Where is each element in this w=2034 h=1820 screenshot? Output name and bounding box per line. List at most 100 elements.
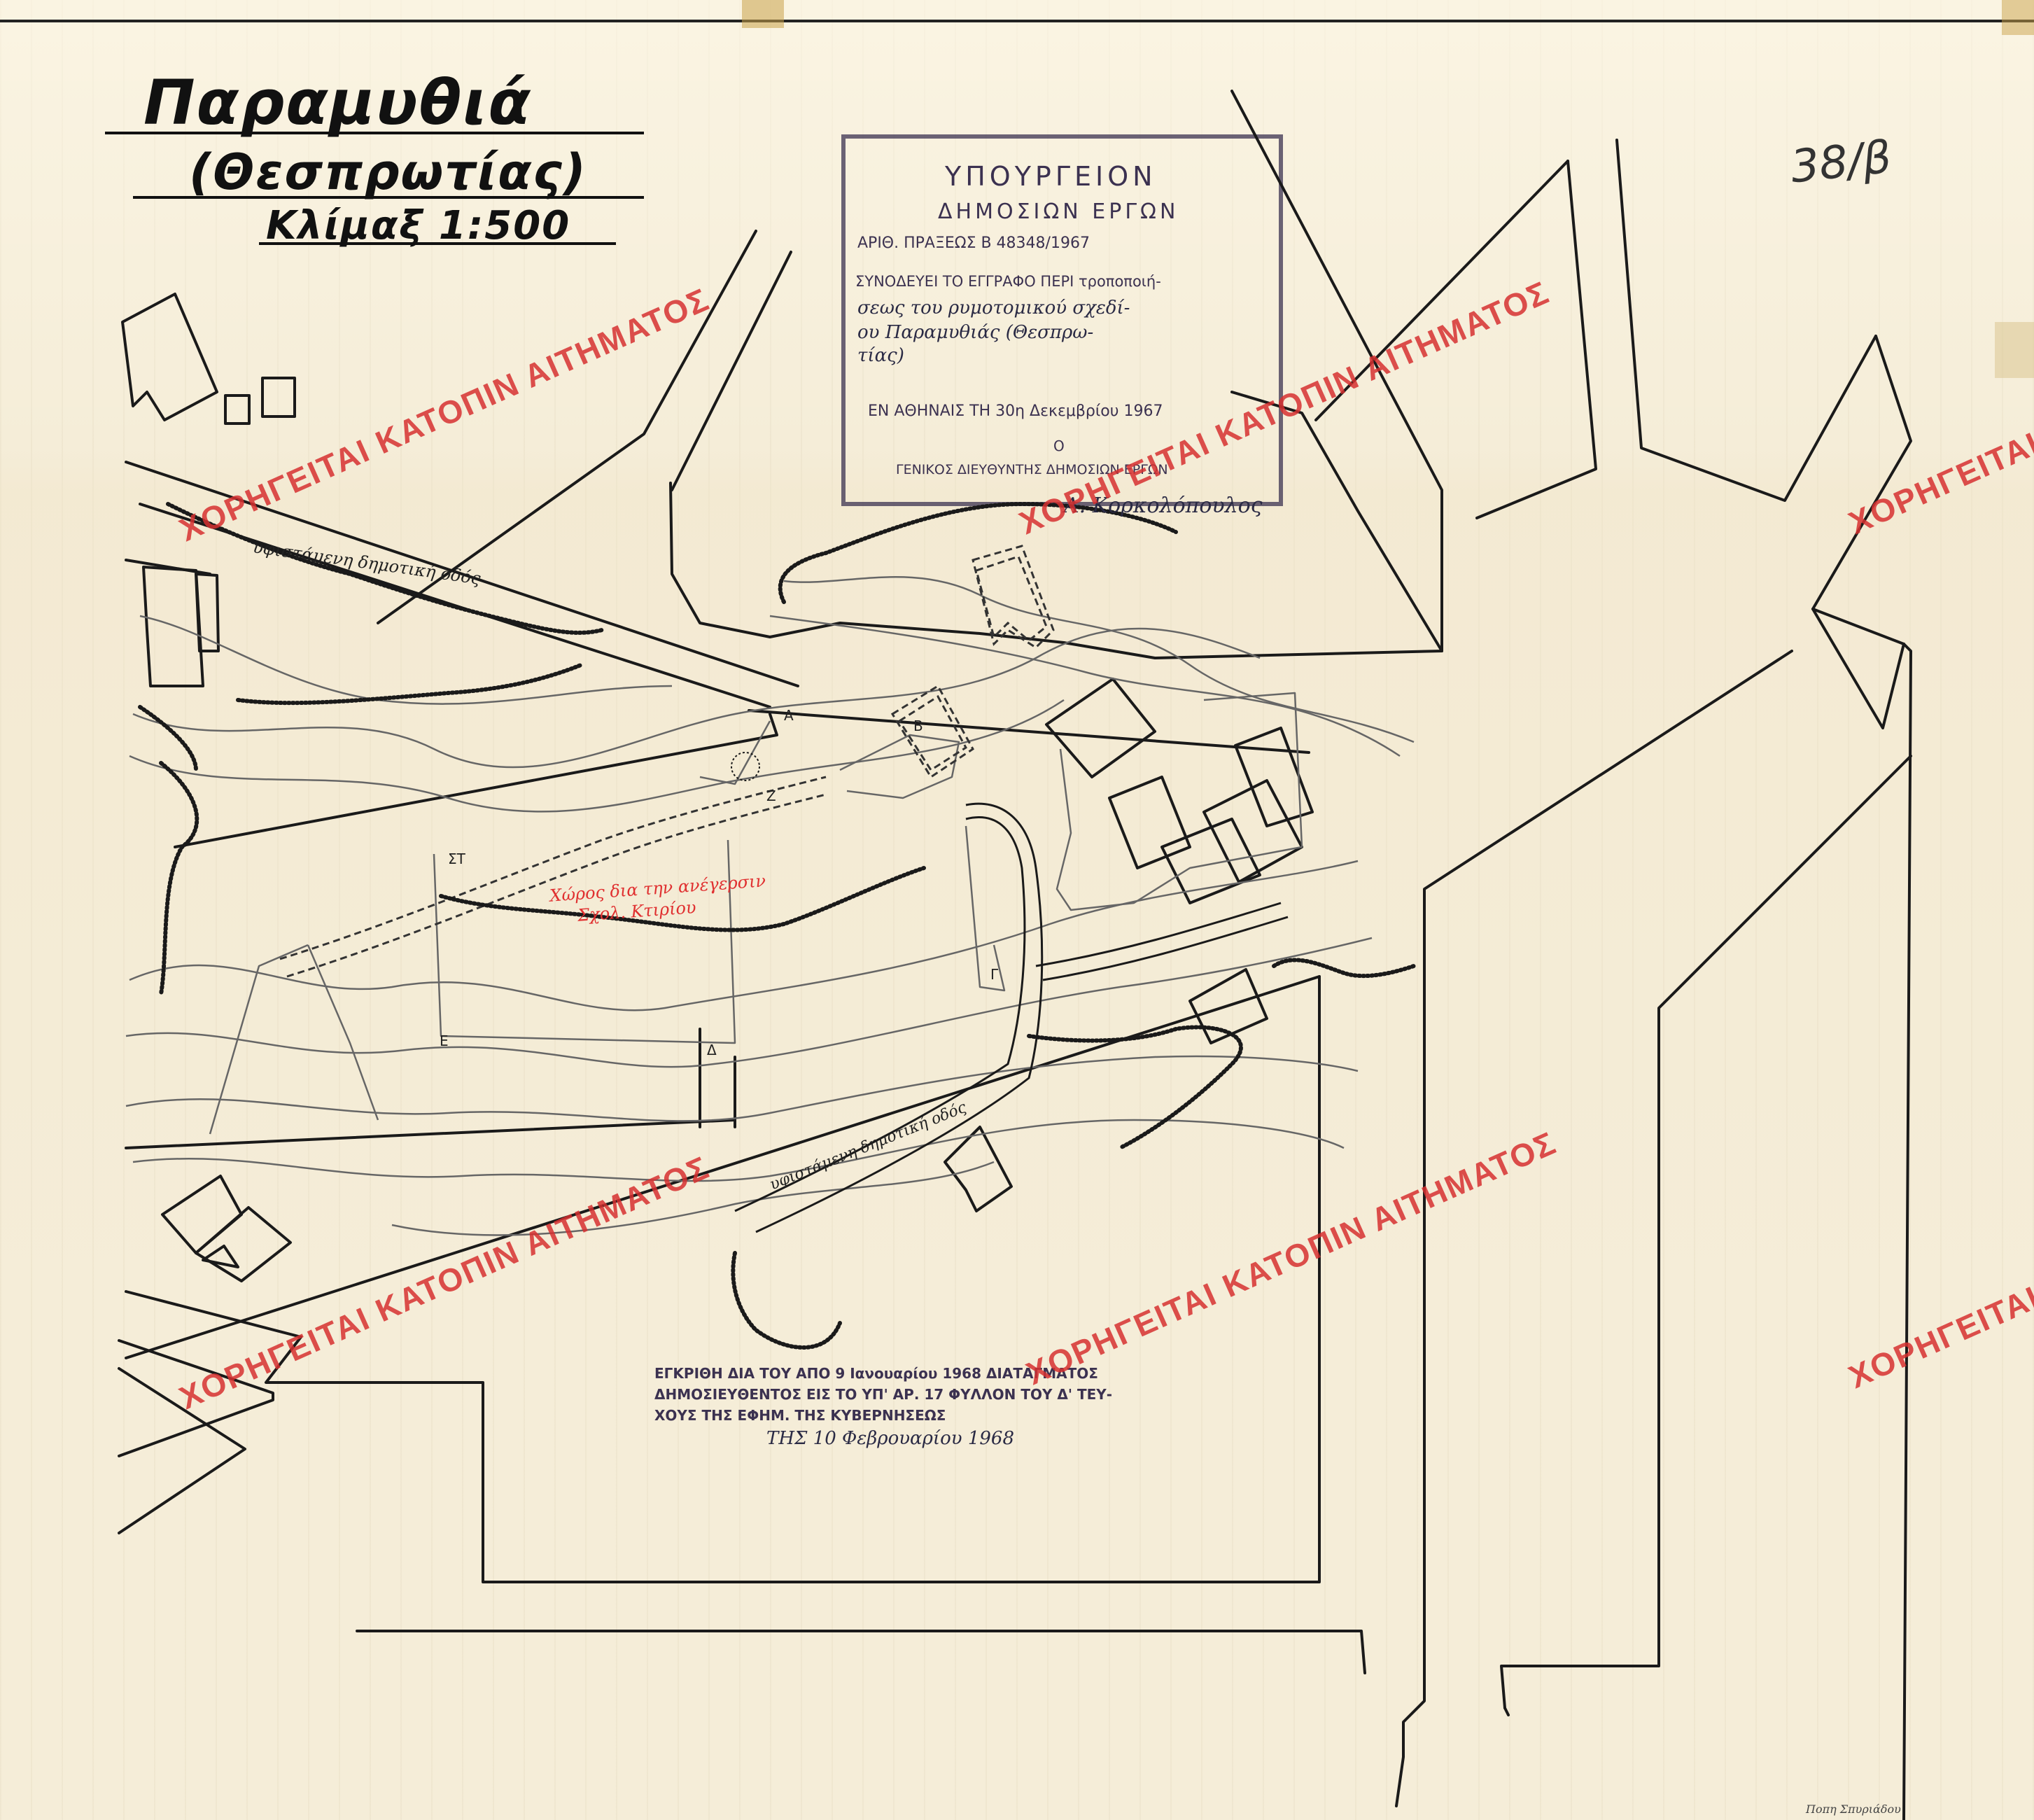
parcel-line bbox=[748, 709, 1310, 754]
terrain-edge bbox=[778, 501, 1178, 604]
terrain-edge bbox=[159, 761, 199, 996]
stamp-accompany-4: τίας) bbox=[857, 345, 904, 366]
map-title: Παραμυθιά bbox=[143, 66, 532, 139]
approval-line-3: ΧΟΥΣ ΤΗΣ ΕΦΗΜ. ΤΗΣ ΚΥΒΕΡΝΗΣΕΩΣ bbox=[654, 1407, 946, 1424]
contour-line bbox=[769, 615, 1401, 757]
school-area-outline bbox=[433, 839, 736, 1044]
contour-line bbox=[132, 1119, 1345, 1182]
stamp-accompany-3: ου Παραμυθιάς (Θεσπρω- bbox=[857, 322, 1094, 343]
street-edge bbox=[1314, 160, 1569, 421]
road-edge bbox=[671, 251, 792, 491]
property-line bbox=[699, 720, 771, 785]
contour-line bbox=[129, 699, 1065, 813]
existing-road bbox=[734, 816, 1026, 1212]
point-label-d: Δ bbox=[707, 1042, 717, 1058]
stamp-header: ΥΠΟΥΡΓΕΙΟΝ bbox=[945, 161, 1157, 192]
parcel-line bbox=[125, 1119, 736, 1149]
point-label-a: Α bbox=[784, 707, 794, 724]
planned-building-outline bbox=[890, 684, 974, 779]
contour-line bbox=[391, 1161, 995, 1236]
stamp-accompany-1: ΣΥΝΟΔΕΥΕΙ ΤΟ ΕΓΓΡΑΦΟ ΠΕΡΙ τροποποιή- bbox=[855, 273, 1161, 290]
contour-line bbox=[139, 615, 673, 705]
street-edge bbox=[1503, 1707, 1510, 1716]
point-label-z: Ζ bbox=[766, 788, 776, 804]
property-line bbox=[965, 825, 1006, 992]
contour-line bbox=[129, 860, 1359, 1011]
building bbox=[1045, 678, 1156, 778]
point-label-st: ΣΤ bbox=[448, 850, 465, 867]
terrain-edge bbox=[236, 663, 583, 706]
street-edge bbox=[1615, 139, 1877, 502]
street-edge bbox=[1475, 160, 1597, 519]
street-edge bbox=[1500, 755, 1912, 1709]
building bbox=[121, 293, 218, 421]
street-edge bbox=[125, 975, 1321, 1583]
stamp-accompany-2: σεως του ρυμοτομικού σχεδί- bbox=[857, 298, 1130, 318]
stamp-place-date: ΕΝ ΑΘΗΝΑΙΣ ΤΗ 30η Δεκεμβρίου 1967 bbox=[868, 402, 1163, 420]
building bbox=[195, 1206, 292, 1282]
terrain-edge bbox=[138, 705, 198, 772]
contour-line bbox=[125, 937, 1373, 1068]
road-edge bbox=[377, 230, 757, 624]
building bbox=[202, 1245, 239, 1268]
terrain-edge bbox=[731, 1251, 842, 1350]
existing-road bbox=[755, 802, 1044, 1233]
street-edge bbox=[1811, 335, 1912, 645]
point-label-g: Γ bbox=[990, 966, 999, 983]
building bbox=[142, 566, 204, 687]
street-edge bbox=[356, 1630, 1366, 1674]
terrain-edge bbox=[1272, 958, 1416, 979]
tape-mark bbox=[2002, 0, 2034, 35]
building bbox=[224, 394, 251, 425]
stamp-department: ΔΗΜΟΣΙΩΝ ΕΡΓΩΝ bbox=[938, 200, 1179, 224]
street-edge bbox=[1230, 90, 1443, 652]
stamp-act-number: ΑΡΙΘ. ΠΡΑΞΕΩΣ Β 48348/1967 bbox=[857, 234, 1090, 252]
terrain-edge bbox=[439, 866, 926, 932]
building bbox=[1108, 776, 1191, 869]
point-label-b: Β bbox=[913, 718, 923, 734]
existing-road bbox=[1035, 902, 1282, 967]
street-edge bbox=[118, 1367, 246, 1534]
approval-line-2: ΔΗΜΟΣΙΕΥΘΕΝΤΟΣ ΕΙΣ ΤΟ ΥΠ' ΑΡ. 17 ΦΥΛΛΟΝ … bbox=[654, 1386, 1113, 1403]
map-scale: Κλίμαξ 1:500 bbox=[266, 203, 571, 248]
existing-road bbox=[1042, 916, 1289, 981]
street-edge bbox=[1395, 650, 1793, 1807]
approval-line-1: ΕΓΚΡΙΘΗ ΔΙΑ ΤΟΥ ΑΠΟ 9 Ιανουαρίου 1968 ΔΙ… bbox=[654, 1365, 1098, 1382]
tree-symbol bbox=[731, 752, 760, 781]
street-edge bbox=[1811, 608, 1905, 729]
building bbox=[1202, 779, 1303, 883]
building bbox=[261, 377, 296, 418]
planned-road bbox=[286, 793, 827, 978]
terrain-edge bbox=[1027, 1025, 1243, 1150]
street-edge bbox=[1902, 643, 1912, 1820]
planned-building-outline bbox=[897, 694, 967, 772]
tape-mark bbox=[1995, 322, 2034, 378]
building bbox=[161, 1175, 243, 1254]
property-line bbox=[1055, 692, 1303, 911]
stamp-signer-article: Ο bbox=[1053, 438, 1065, 454]
map-subtitle: (Θεσπρωτίας) bbox=[189, 144, 587, 201]
building bbox=[1234, 727, 1314, 827]
tape-mark bbox=[742, 0, 784, 28]
building bbox=[944, 1126, 1013, 1212]
property-line bbox=[307, 944, 379, 1121]
stamp-signer-title: ΓΕΝΙΚΟΣ ΔΙΕΥΘΥΝΤΗΣ ΔΗΜΟΣΙΩΝ ΕΡΓΩΝ bbox=[896, 462, 1168, 477]
contour-line bbox=[125, 1055, 1359, 1122]
terrain-edge bbox=[166, 502, 604, 635]
building bbox=[195, 573, 220, 652]
parcel-line bbox=[174, 713, 778, 848]
parcel-line bbox=[125, 461, 799, 687]
planned-building-outline bbox=[972, 545, 1055, 649]
contour-line bbox=[783, 576, 1415, 743]
stamp-signature: Α. Κορκολόπουλος bbox=[1064, 493, 1263, 518]
property-line bbox=[839, 734, 960, 799]
contour-line bbox=[132, 627, 1261, 769]
building bbox=[1160, 818, 1261, 904]
approval-line-4: ΤΗΣ 10 Φεβρουαρίου 1968 bbox=[766, 1428, 1014, 1449]
planned-road bbox=[279, 776, 827, 960]
street-edge bbox=[118, 1339, 274, 1457]
point-label-e: Ε bbox=[440, 1032, 449, 1049]
footer-credit: Ποπη Σπυριάδου bbox=[1806, 1802, 1901, 1816]
